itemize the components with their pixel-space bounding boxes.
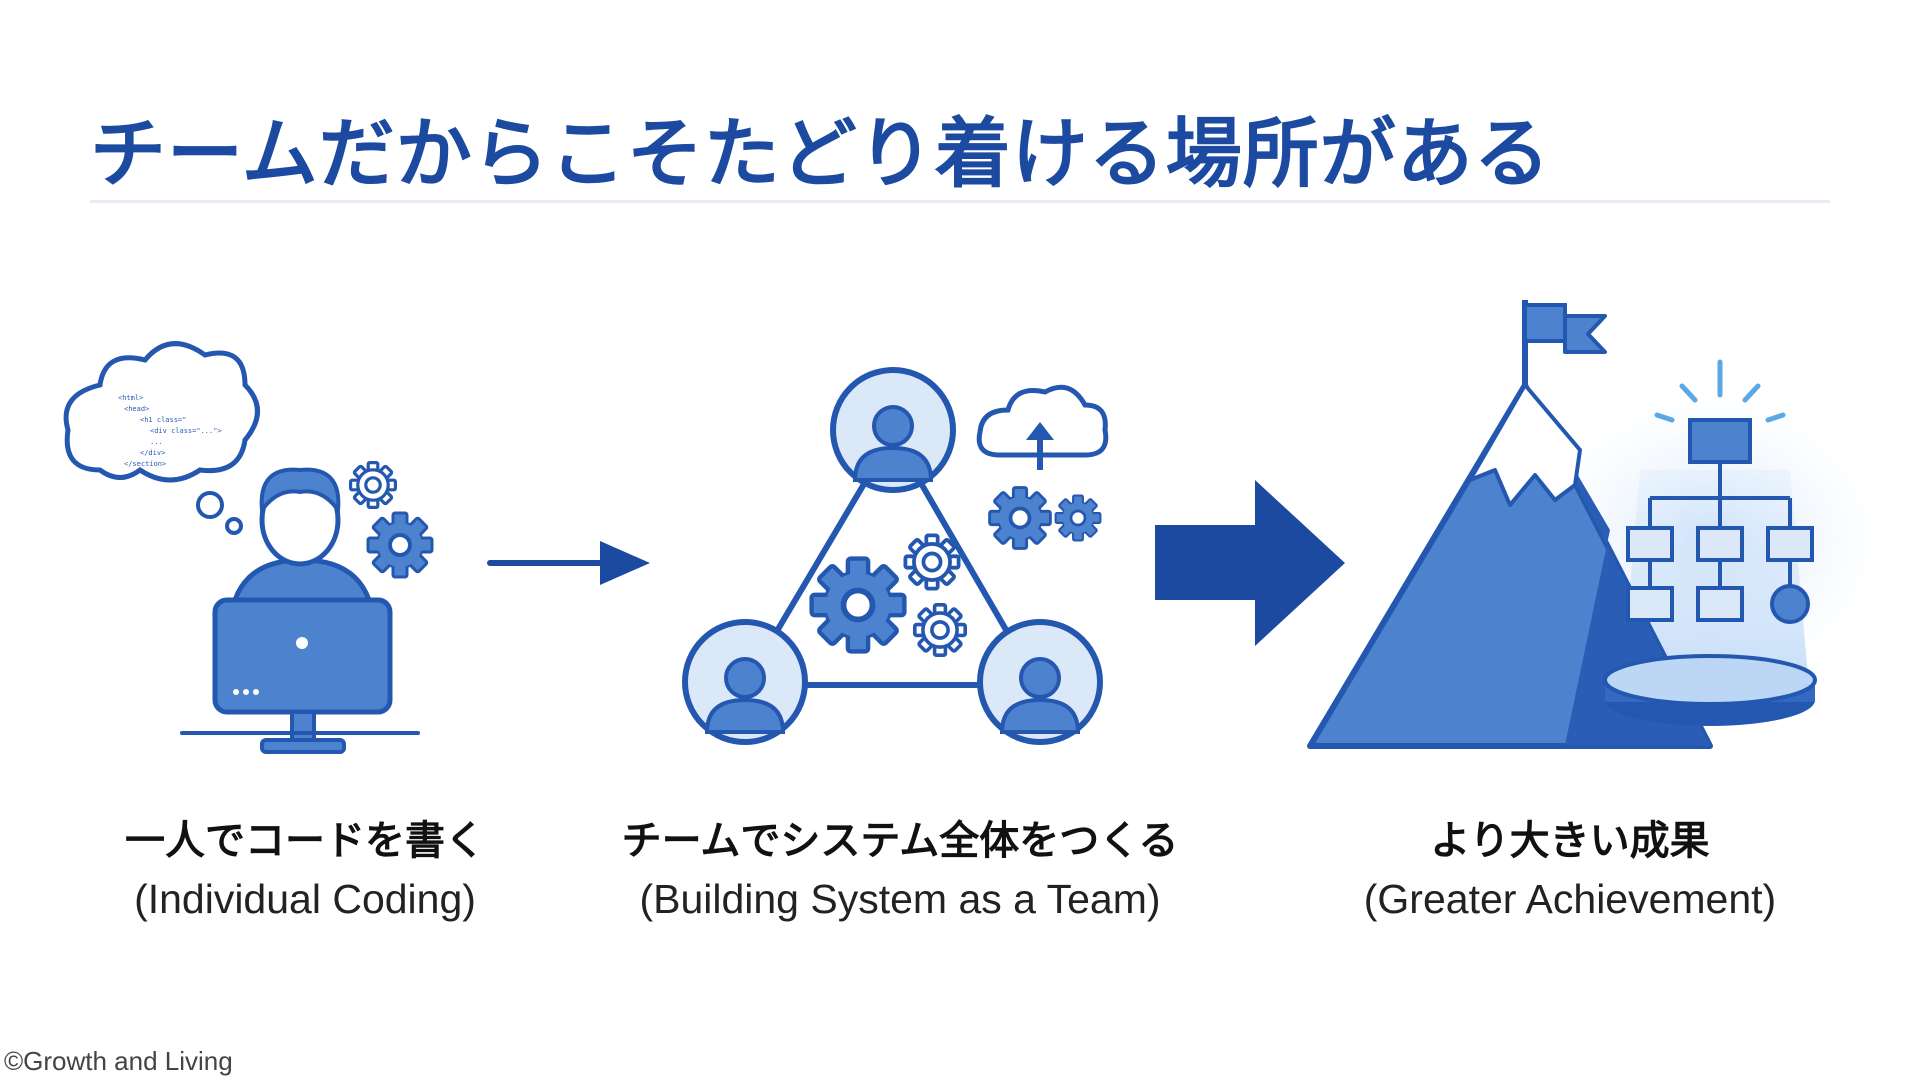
cloud-upload-icon bbox=[976, 384, 1109, 470]
step-title-jp: より大きい成果 bbox=[1430, 818, 1710, 864]
copyright-footer: ©Growth and Living bbox=[4, 1046, 233, 1076]
thought-cloud-icon: <html> <head> <h1 class=" <div class="..… bbox=[63, 341, 260, 535]
gear-icon bbox=[1054, 494, 1102, 542]
step-title-jp: チームでシステム全体をつくる bbox=[621, 818, 1179, 864]
code-line: </div> bbox=[140, 449, 165, 457]
big-arrow-right-icon bbox=[1155, 480, 1345, 646]
code-line: <h1 class=" bbox=[140, 416, 186, 424]
code-line: ... bbox=[150, 438, 163, 446]
page-title: チームだからこそたどり着ける場所がある bbox=[90, 109, 1551, 198]
code-line: <head> bbox=[124, 405, 149, 413]
code-line: <div class="..."> bbox=[150, 427, 222, 435]
org-chart-icon bbox=[1626, 359, 1814, 624]
gear-icon bbox=[349, 461, 397, 509]
team-triangle-gears-icon bbox=[682, 367, 1109, 745]
step-title-jp: 一人でコードを書く bbox=[125, 818, 485, 864]
code-line: </section> bbox=[124, 460, 166, 468]
team-member-icon bbox=[977, 619, 1103, 745]
title-divider bbox=[90, 200, 1830, 203]
step-title-en: (Building System as a Team) bbox=[639, 876, 1161, 922]
arrow-right-icon bbox=[487, 541, 650, 585]
code-line: <html> bbox=[118, 394, 143, 402]
gear-icon bbox=[912, 602, 968, 658]
team-member-icon bbox=[682, 619, 808, 745]
gear-icon bbox=[987, 485, 1053, 551]
team-member-icon bbox=[830, 367, 956, 493]
step-title-en: (Individual Coding) bbox=[134, 876, 476, 922]
computer-icon bbox=[180, 597, 420, 754]
developer-at-computer-icon: <html> <head> <h1 class=" <div class="..… bbox=[63, 341, 434, 754]
step-caption-team: チームでシステム全体をつくる (Building System as a Tea… bbox=[600, 808, 1200, 923]
gear-icon bbox=[812, 559, 905, 652]
mountain-flag-icon bbox=[1307, 300, 1910, 749]
step-title-en: (Greater Achievement) bbox=[1363, 876, 1777, 922]
step-caption-achievement: より大きい成果 (Greater Achievement) bbox=[1320, 808, 1820, 923]
gear-icon bbox=[366, 511, 434, 579]
step-caption-individual: 一人でコードを書く (Individual Coding) bbox=[90, 808, 520, 923]
gear-icon bbox=[903, 533, 961, 591]
